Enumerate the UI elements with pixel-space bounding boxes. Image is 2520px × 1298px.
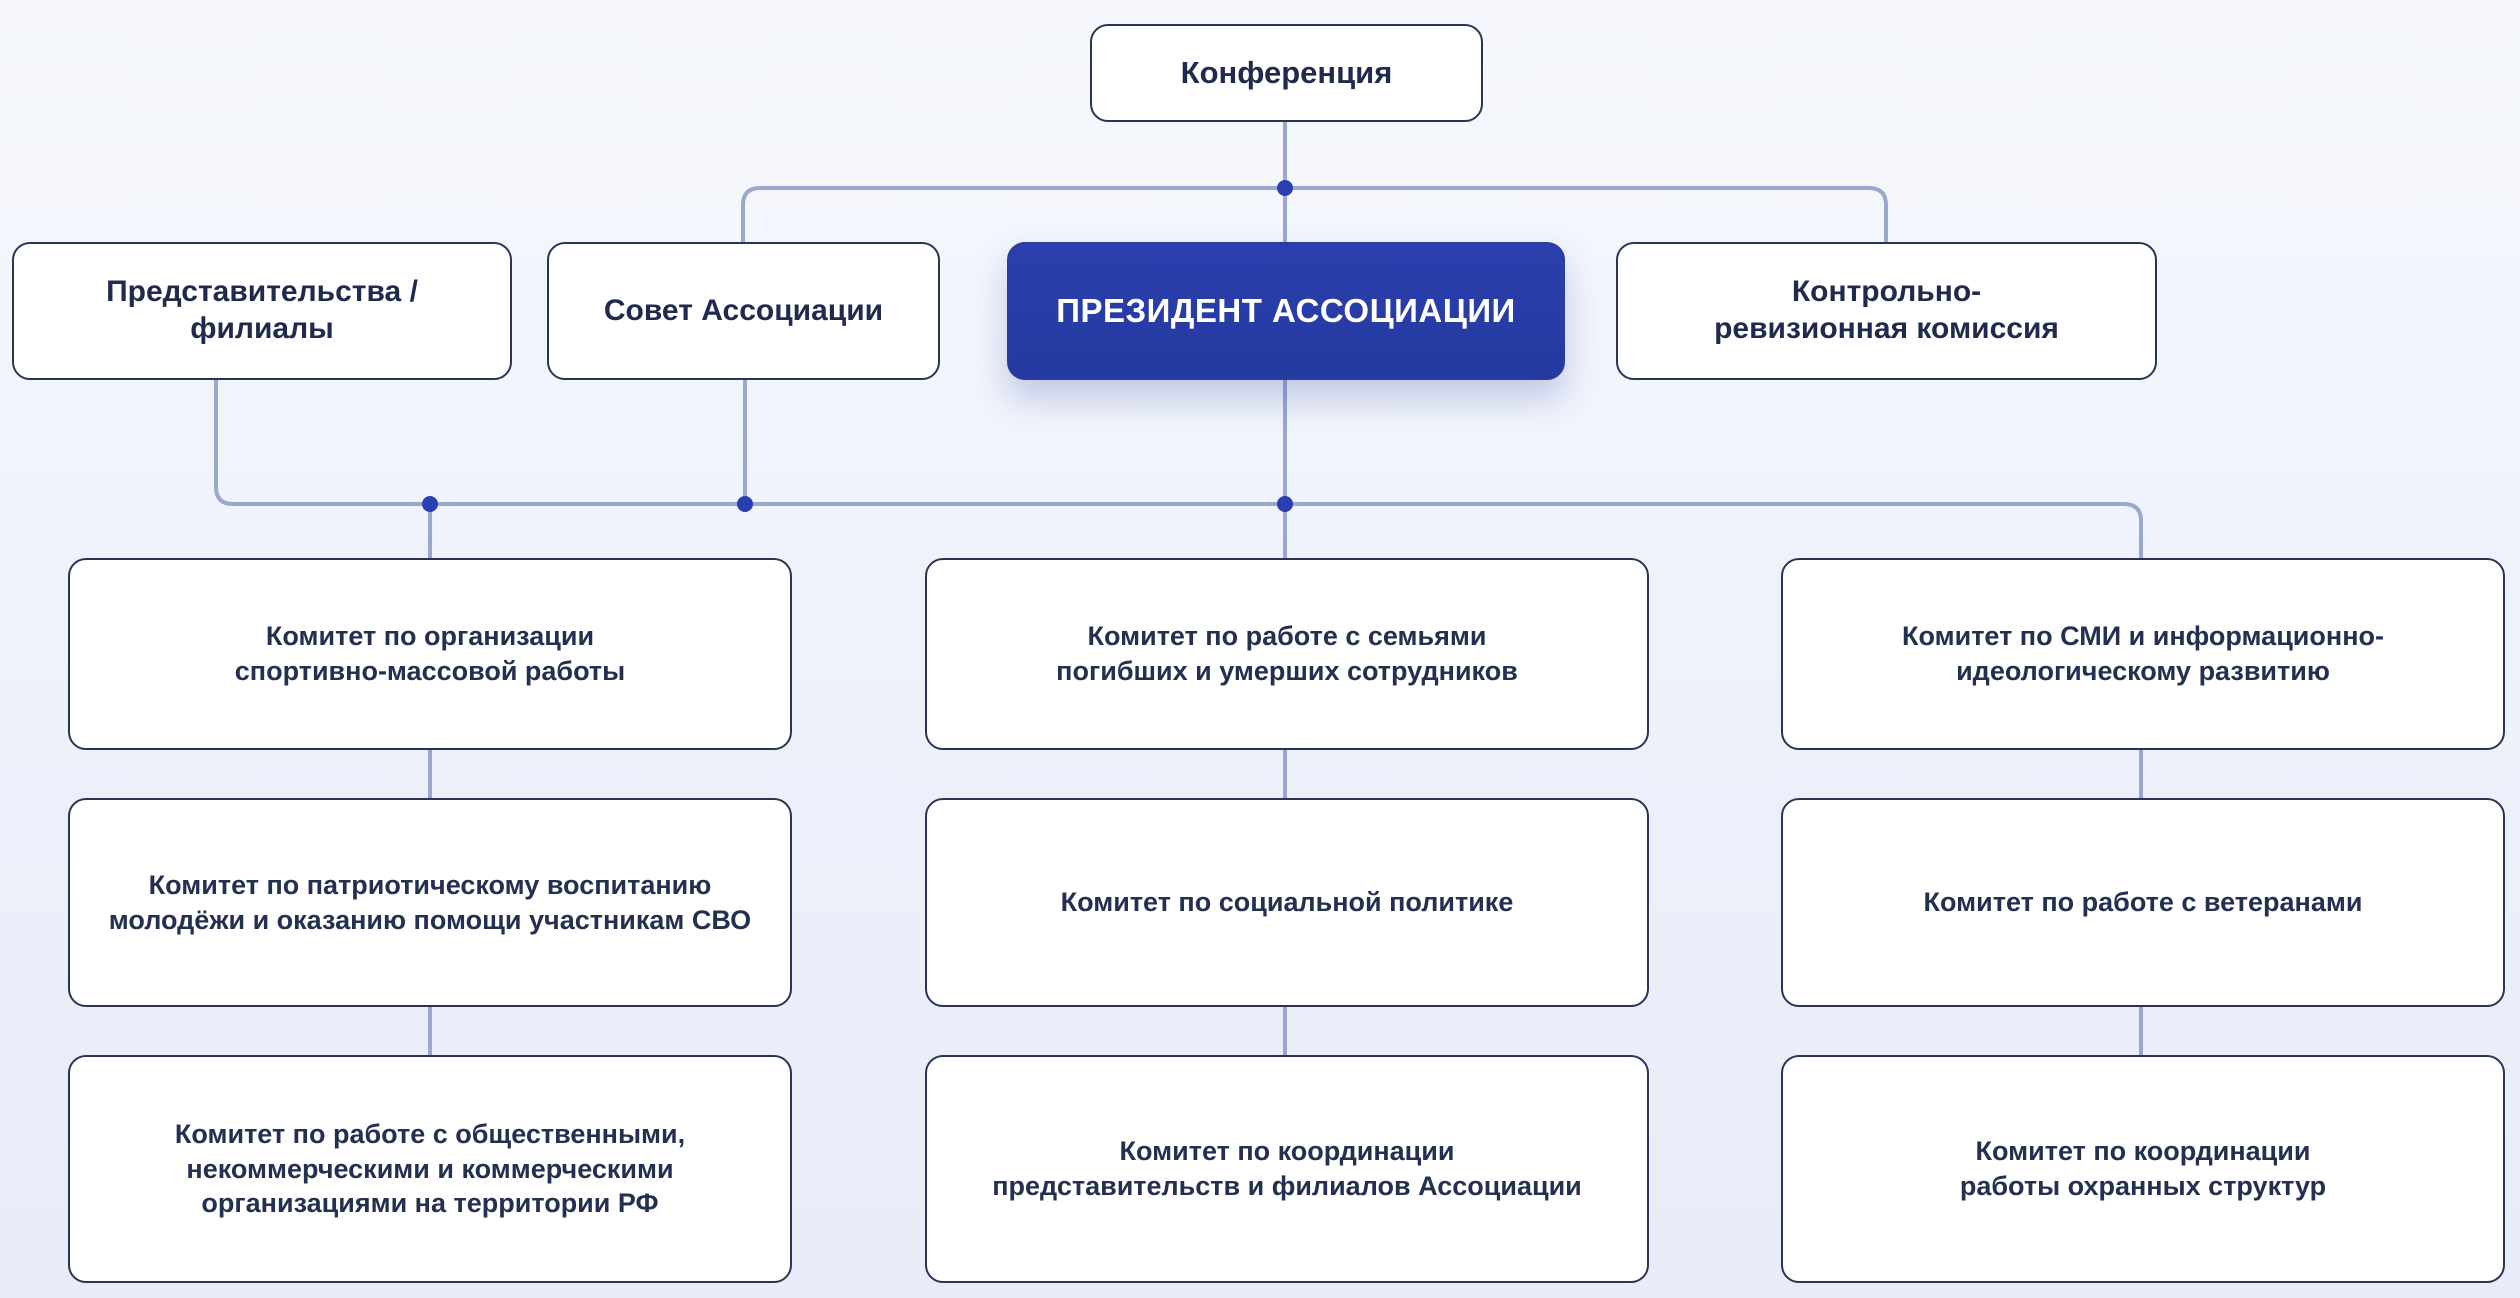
committee-media-label: Комитет по СМИ и информационно- идеологи… [1902, 621, 2384, 686]
committee-patriotic: Комитет по патриотическому воспитанию мо… [68, 798, 792, 1007]
committee-social-policy-label: Комитет по социальной политике [1060, 887, 1514, 918]
node-conference: Конференция [1090, 24, 1483, 122]
committee-security: Комитет по координации работы охранных с… [1781, 1055, 2505, 1283]
committee-social-policy: Комитет по социальной политике [925, 798, 1649, 1007]
committee-families-label: Комитет по работе с семьями погибших и у… [1056, 621, 1518, 686]
node-audit-commission-label: Контрольно- ревизионная комиссия [1714, 275, 2059, 345]
node-representatives-label: Представительства / филиалы [106, 275, 418, 345]
node-conference-label: Конференция [1180, 55, 1393, 91]
committee-veterans: Комитет по работе с ветеранами [1781, 798, 2505, 1007]
committee-branches: Комитет по координации представительств … [925, 1055, 1649, 1283]
node-president: ПРЕЗИДЕНТ АССОЦИАЦИИ [1007, 242, 1565, 380]
connector-node-dot [1277, 496, 1293, 512]
committee-patriotic-label: Комитет по патриотическому воспитанию мо… [108, 869, 752, 935]
committee-security-label: Комитет по координации работы охранных с… [1959, 1136, 2327, 1201]
connector-line [741, 186, 1888, 244]
node-audit-commission: Контрольно- ревизионная комиссия [1616, 242, 2157, 380]
committee-media: Комитет по СМИ и информационно- идеологи… [1781, 558, 2505, 750]
node-president-label: ПРЕЗИДЕНТ АССОЦИАЦИИ [1056, 291, 1516, 329]
node-council-label: Совет Ассоциации [603, 293, 884, 327]
committee-sports: Комитет по организации спортивно-массово… [68, 558, 792, 750]
node-council: Совет Ассоциации [547, 242, 940, 380]
committee-veterans-label: Комитет по работе с ветеранами [1923, 887, 2363, 918]
connector-node-dot [1277, 180, 1293, 196]
connector-node-dot [422, 496, 438, 512]
committee-families: Комитет по работе с семьями погибших и у… [925, 558, 1649, 750]
committee-branches-label: Комитет по координации представительств … [992, 1136, 1582, 1201]
connector-line [214, 378, 2143, 560]
node-representatives: Представительства / филиалы [12, 242, 512, 380]
connector-node-dot [737, 496, 753, 512]
committee-sports-label: Комитет по организации спортивно-массово… [234, 621, 626, 686]
committee-organizations-label: Комитет по работе с общественными, неком… [174, 1119, 686, 1219]
committee-organizations: Комитет по работе с общественными, неком… [68, 1055, 792, 1283]
